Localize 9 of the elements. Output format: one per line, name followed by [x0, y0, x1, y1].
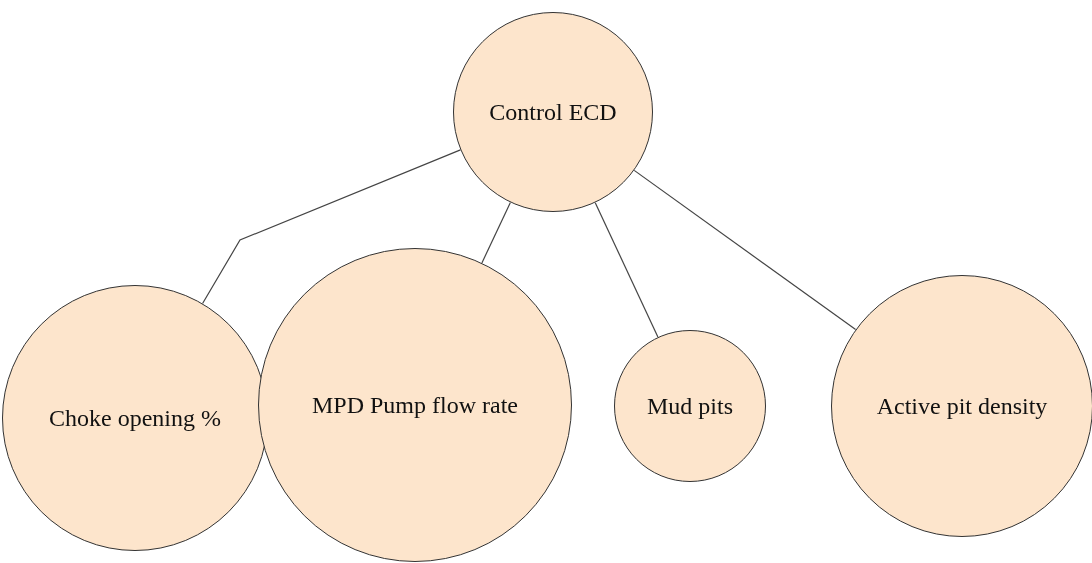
node-label: Control ECD	[489, 98, 617, 127]
connector-line	[633, 169, 857, 331]
connector-line	[481, 201, 511, 264]
node-label: Choke opening %	[49, 404, 221, 433]
connector-line	[594, 202, 659, 338]
connector-line	[201, 149, 462, 305]
node-label: Active pit density	[876, 392, 1048, 421]
node-label: Mud pits	[647, 392, 733, 421]
node-label: MPD Pump flow rate	[312, 391, 518, 420]
